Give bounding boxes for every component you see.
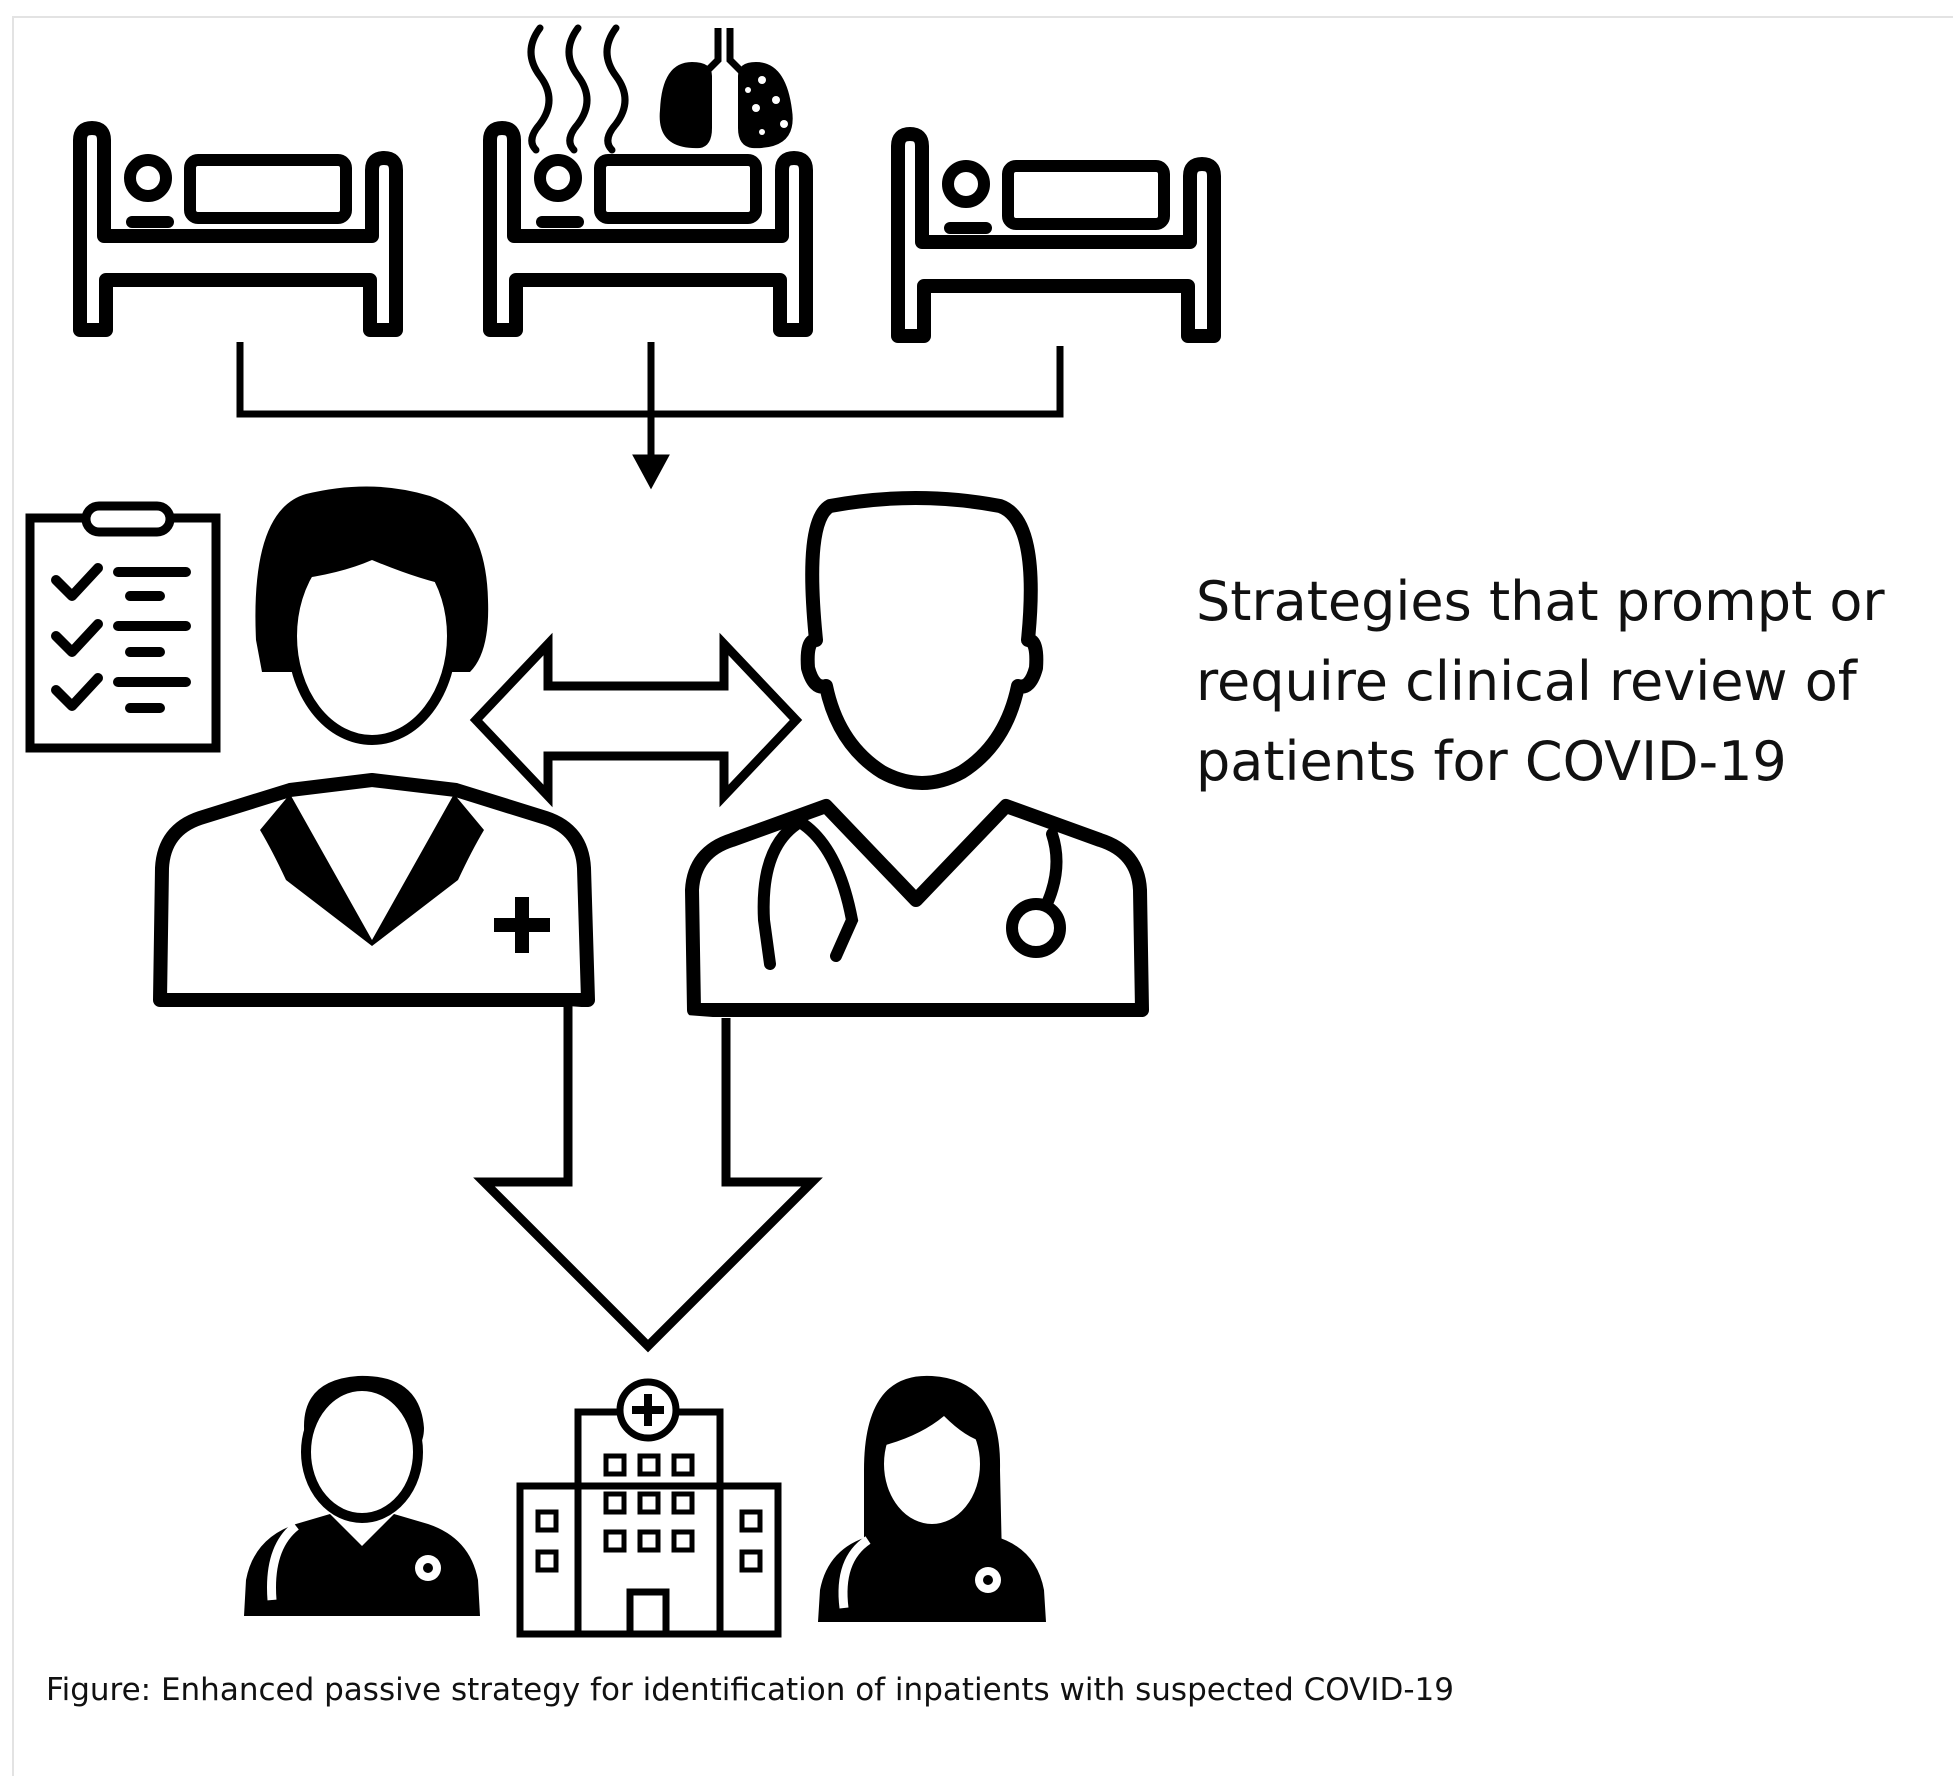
female-doctor-icon [818,1375,1046,1622]
strategy-line-3: patients for COVID-19 [1196,730,1787,793]
strategy-line-2: require clinical review of [1196,650,1857,713]
hospital-bed-icon [80,128,396,330]
strategy-line-1: Strategies that prompt or [1196,570,1885,633]
hospital-building-icon [516,1378,782,1638]
hospital-bed-sick-patient-icon [490,128,806,330]
nurse-icon [153,486,595,1007]
clipboard-checklist-icon [25,501,221,753]
figure-caption: Figure: Enhanced passive strategy for id… [46,1672,1454,1708]
hospital-bed-icon [898,134,1214,336]
two-way-arrow-icon [469,632,803,808]
big-down-arrow-icon [473,1006,823,1353]
male-doctor-icon [244,1375,480,1616]
merge-down-arrow-icon [236,342,1064,490]
strategy-description: Strategies that prompt or require clinic… [1196,562,1916,802]
figure-frame [12,16,1953,1776]
fever-heat-waves-icon [527,24,629,154]
doctor-icon [685,491,1149,1017]
infected-lungs-icon [659,28,793,149]
